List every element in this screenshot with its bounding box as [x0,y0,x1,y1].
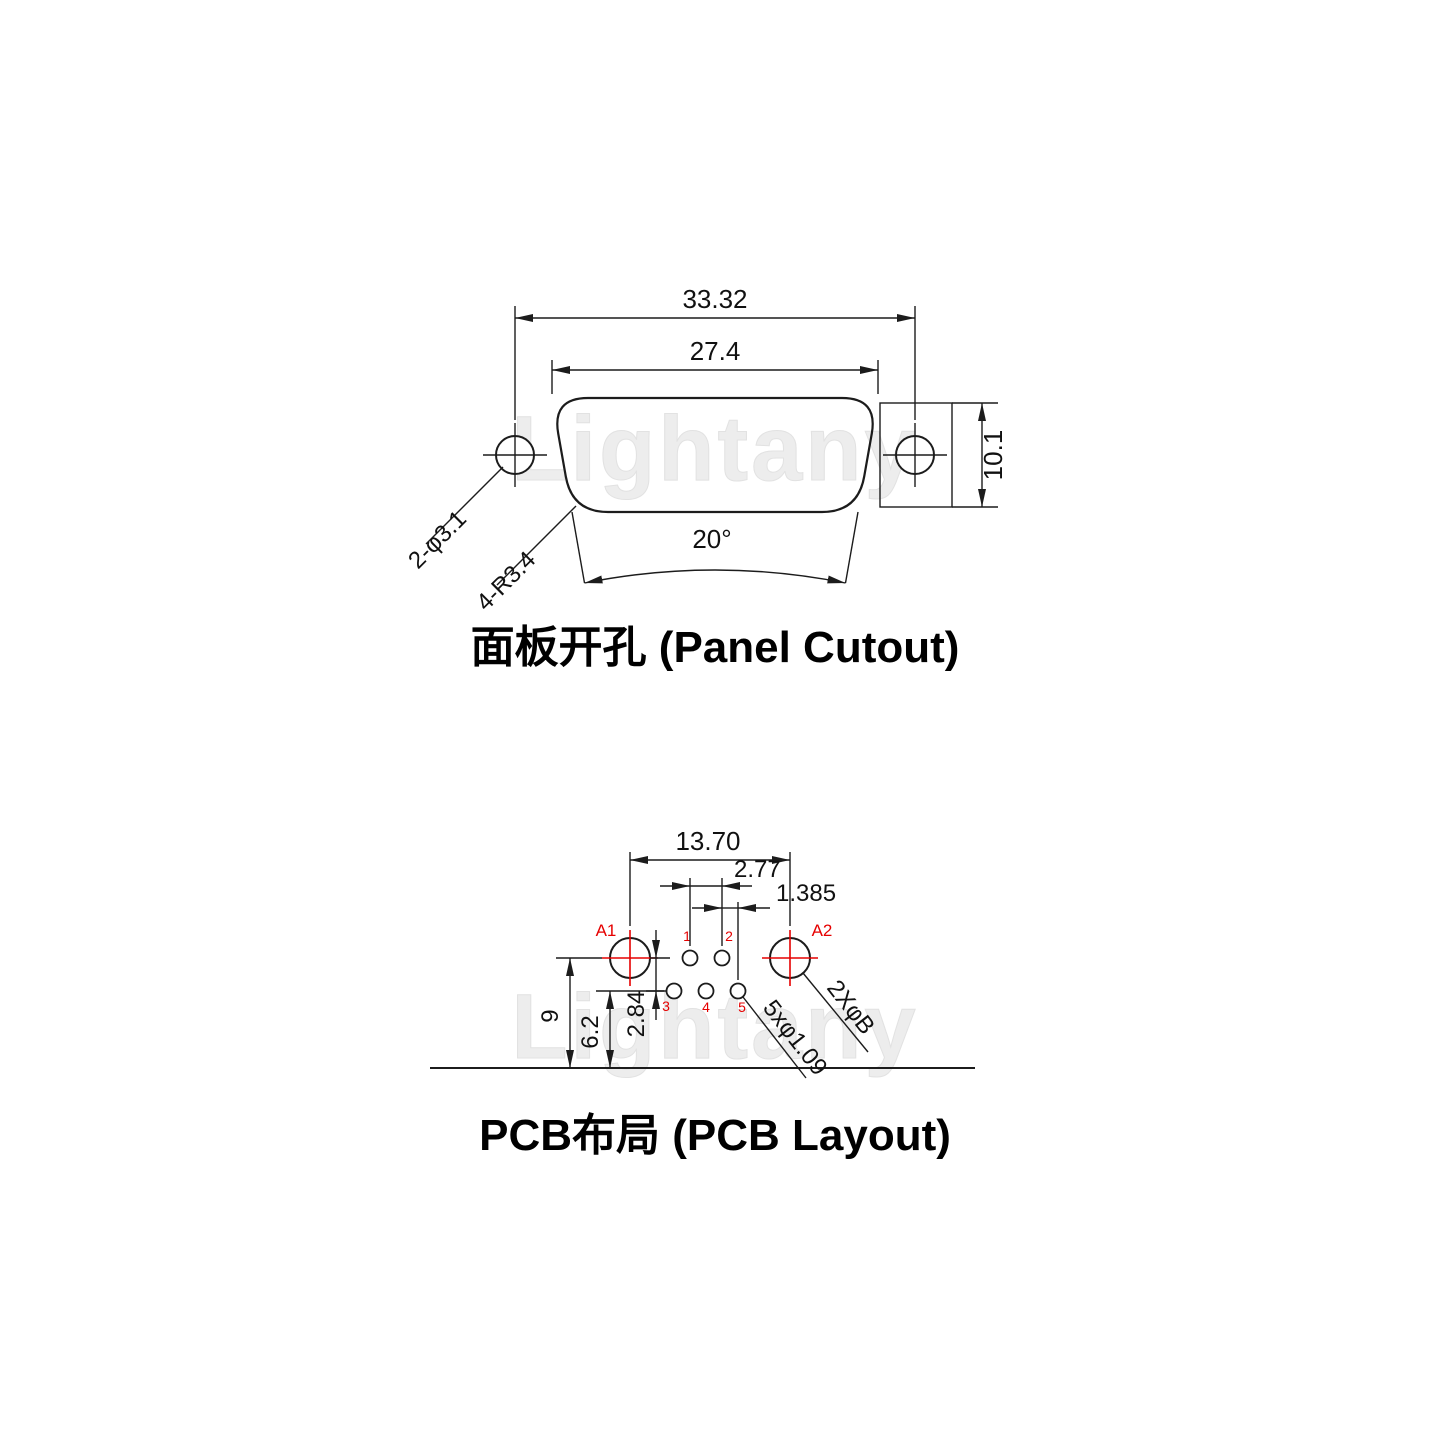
pin-5-label: 5 [738,999,746,1015]
mount-hole-label: 2-φ3.1 [403,505,472,574]
watermark-top: Lightany [511,398,918,500]
dim-row-gap-label: 2.84 [623,991,650,1038]
pin-1-label: 1 [683,928,691,944]
pin-4-label: 4 [702,999,710,1015]
right-mount-ear-outline [879,402,953,508]
dim-row2-edge-label: 6.2 [577,1015,604,1048]
mount-hole-leader [425,466,504,545]
pin-2-label: 2 [725,928,733,944]
corner-radius-leader [496,505,577,586]
pin-1-hole [681,949,699,967]
signal-holes-leader [742,996,807,1079]
angle-label: 20° [692,524,731,554]
pcb-layout-title: PCB布局 (PCB Layout) [479,1111,951,1160]
corner-radius-label: 4-R3.4 [471,546,541,616]
pin-2-hole [713,949,731,967]
power-holes-leader [802,972,869,1053]
dim-row-offset-label: 1.385 [776,880,836,907]
angle-ext-right [844,511,859,584]
dim-inner-width-label: 27.4 [690,336,741,366]
dsub-cutout-outline [556,396,874,514]
dim-pitch-label: 2.77 [734,856,781,883]
angle-ext-left [571,511,586,584]
dim-power-span-label: 13.70 [675,826,740,856]
panel-cutout-title: 面板开孔 (Panel Cutout) [471,623,960,672]
dim-outer-width-label: 33.32 [682,284,747,314]
a1-label: A1 [596,921,617,940]
pin-3-hole [665,982,683,1000]
dim-height-label: 10.1 [978,430,1008,481]
a2-label: A2 [812,921,833,940]
pin-5-hole [729,982,747,1000]
pin-4-hole [697,982,715,1000]
angle-arc [584,569,846,584]
pin-3-label: 3 [662,998,670,1014]
dim-row1-edge-label: 9 [537,1009,564,1022]
